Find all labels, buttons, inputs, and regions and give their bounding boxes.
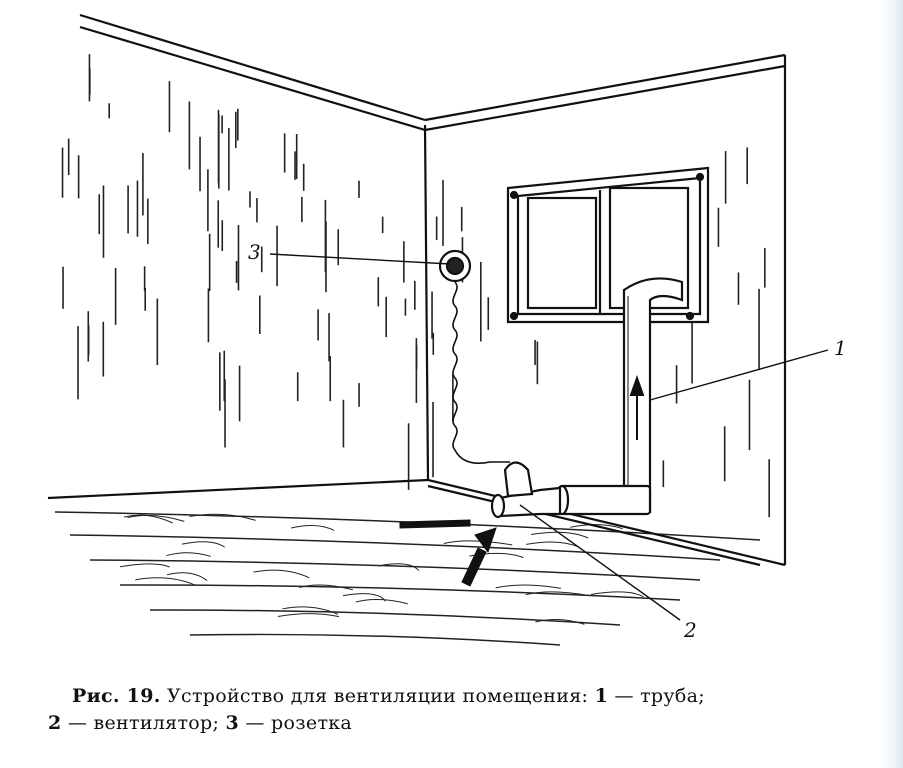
floor-board-line [149, 609, 621, 626]
caption-item-number: 3 [225, 712, 240, 734]
wood-grain [181, 541, 226, 548]
wood-grain [378, 563, 420, 572]
figure-caption: Рис. 19. Устройство для вентиляции помещ… [48, 683, 888, 737]
wood-grain [135, 577, 197, 586]
wood-grain [166, 552, 211, 557]
airflow-arrow-pipe [629, 374, 645, 440]
right-wall-hatching [431, 147, 770, 518]
floor-board-line [189, 633, 561, 646]
wood-grain [299, 584, 353, 591]
wood-grain [495, 584, 561, 589]
wood-grain [525, 591, 588, 596]
wood-grain [253, 569, 310, 579]
floor-board-line [89, 559, 701, 581]
wood-grain [277, 613, 340, 618]
left-wall-hatching [61, 54, 418, 490]
wood-grain [291, 524, 335, 531]
wood-grain [570, 524, 623, 530]
power-cord [452, 281, 510, 465]
leader-lines [269, 253, 829, 621]
caption-item-text: — розетка [245, 712, 353, 734]
floor-board-line [119, 584, 681, 601]
wood-grain [443, 540, 513, 546]
wood-grain [166, 572, 208, 582]
wood-grain [535, 619, 585, 625]
wood-grain [282, 606, 339, 615]
wood-grain [591, 591, 644, 598]
caption-title: Устройство для вентиляции помещения: [166, 685, 589, 707]
room-outline [47, 13, 787, 567]
caption-item-number: 2 [48, 712, 62, 734]
fan [490, 461, 562, 519]
socket [438, 249, 472, 283]
page-edge [881, 0, 903, 768]
wood-grain [119, 563, 170, 568]
caption-item-text: — труба; [614, 685, 705, 707]
floor-boards [54, 511, 761, 646]
airflow-arrow-floor [399, 519, 497, 587]
wood-grain [355, 598, 408, 605]
wood-grain [342, 593, 386, 602]
wood-grain [123, 514, 174, 524]
figure-number: Рис. 19. [72, 685, 161, 707]
wood-grain [531, 531, 589, 539]
wood-grain [189, 513, 256, 521]
caption-item-text: — вентилятор; [67, 712, 220, 734]
label-pipe: 1 [834, 336, 847, 360]
wood-grain [127, 514, 185, 522]
floor-board-line [69, 534, 721, 561]
caption-item-number: 1 [594, 685, 609, 707]
label-fan: 2 [684, 618, 697, 642]
label-socket: 3 [248, 240, 261, 264]
